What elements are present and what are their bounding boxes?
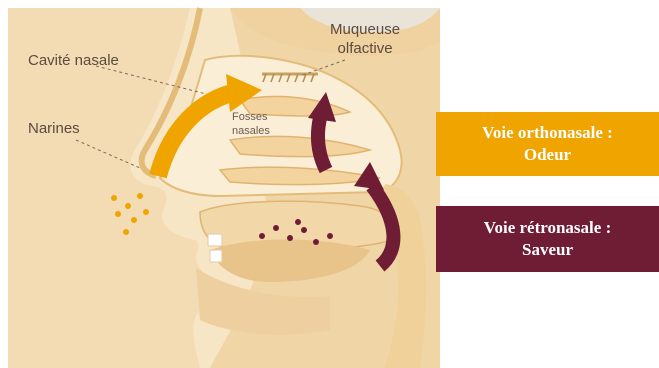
orthonasal-callout-line1: Voie orthonasale : (436, 122, 659, 144)
retronasal-callout: Voie rétronasale : Saveur (436, 206, 659, 272)
label-muqueuse-olfactive: Muqueuse olfactive (330, 20, 400, 58)
label-fosses-nasales: Fosses nasales (232, 110, 270, 138)
label-cavite-nasale: Cavité nasale (28, 52, 119, 69)
orthonasal-callout-line2: Odeur (436, 144, 659, 166)
label-narines: Narines (28, 120, 80, 137)
label-muqueuse-line1: Muqueuse (330, 20, 400, 39)
label-fosses-line1: Fosses (232, 110, 270, 124)
retronasal-callout-line2: Saveur (436, 239, 659, 261)
retronasal-callout-line1: Voie rétronasale : (436, 217, 659, 239)
label-muqueuse-line2: olfactive (330, 39, 400, 58)
label-fosses-line2: nasales (232, 124, 270, 138)
orthonasal-callout: Voie orthonasale : Odeur (436, 112, 659, 176)
